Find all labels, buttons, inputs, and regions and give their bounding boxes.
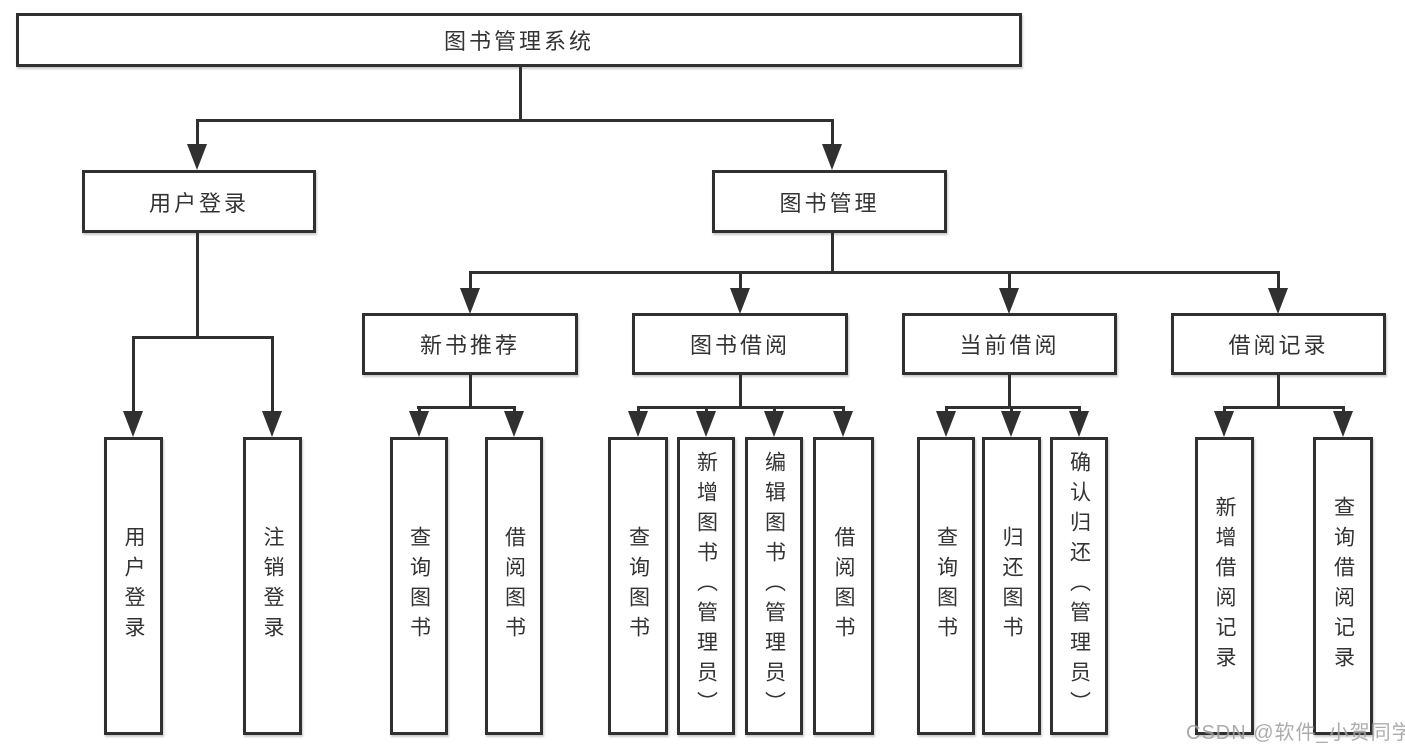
- arrow-down-icon: [460, 288, 480, 314]
- connector-drop: [739, 271, 742, 291]
- leaf-confirm-return-admin: 确认归还（管理员）: [1050, 437, 1108, 735]
- leaf-borrow-book: 借阅图书: [813, 437, 874, 735]
- connector-drop: [418, 406, 421, 414]
- leaf-add-borrow-record: 新增借阅记录: [1195, 437, 1254, 735]
- leaf-query-book: 查询图书: [917, 437, 975, 735]
- connector-drop: [1008, 271, 1011, 291]
- connector-drop: [637, 406, 640, 414]
- connector-book-mgmt-trunk: [831, 233, 834, 274]
- node-new-book-recommend: 新书推荐: [362, 313, 578, 375]
- arrow-down-icon: [1333, 411, 1353, 437]
- arrow-down-icon: [409, 411, 429, 437]
- node-borrow-record: 借阅记录: [1171, 313, 1386, 375]
- connector-drop: [773, 406, 776, 414]
- connector-drop: [705, 406, 708, 414]
- connector-drop: [271, 336, 274, 413]
- connector-drop: [1223, 406, 1226, 414]
- connector-level2-bar: [469, 271, 1280, 274]
- arrow-down-icon: [504, 411, 524, 437]
- connector-bar: [417, 406, 515, 409]
- connector-drop: [132, 336, 135, 413]
- leaf-query-borrow-record: 查询借阅记录: [1313, 437, 1373, 735]
- node-book-borrow: 图书借阅: [632, 313, 848, 375]
- connector-drop: [469, 271, 472, 291]
- connector-drop-user-login: [196, 119, 199, 146]
- arrow-down-icon: [1214, 411, 1234, 437]
- connector-root-trunk: [519, 67, 522, 121]
- leaf-return-book: 归还图书: [982, 437, 1041, 735]
- node-book-management: 图书管理: [712, 170, 947, 233]
- connector-trunk: [739, 375, 742, 409]
- node-user-login: 用户登录: [82, 170, 316, 233]
- arrow-down-icon: [1069, 411, 1089, 437]
- arrow-down-icon: [833, 411, 853, 437]
- connector-bar: [637, 406, 845, 409]
- leaf-query-book: 查询图书: [608, 437, 668, 735]
- connector-level1-bar: [196, 119, 833, 122]
- arrow-down-icon: [262, 411, 282, 437]
- connector-drop-book-mgmt: [831, 119, 834, 146]
- connector-trunk: [1008, 375, 1011, 409]
- connector-user-login-bar: [132, 336, 274, 339]
- connector-trunk: [469, 375, 472, 409]
- connector-trunk: [1277, 375, 1280, 409]
- connector-drop: [842, 406, 845, 414]
- connector-drop: [945, 406, 948, 414]
- arrow-down-icon: [764, 411, 784, 437]
- connector-drop: [1277, 271, 1280, 291]
- connector-drop: [1078, 406, 1081, 414]
- connector-drop: [513, 406, 516, 414]
- arrow-down-icon: [1268, 288, 1288, 314]
- arrow-down-icon: [628, 411, 648, 437]
- leaf-edit-book-admin: 编辑图书（管理员）: [745, 437, 803, 735]
- connector-user-login-trunk: [196, 233, 199, 339]
- arrow-down-icon: [123, 411, 143, 437]
- arrow-down-icon: [187, 144, 207, 170]
- arrow-down-icon: [730, 288, 750, 314]
- leaf-user-login: 用户登录: [104, 437, 163, 735]
- arrow-down-icon: [822, 144, 842, 170]
- leaf-add-book-admin: 新增图书（管理员）: [677, 437, 735, 735]
- connector-drop: [1010, 406, 1013, 414]
- leaf-logout: 注销登录: [243, 437, 302, 735]
- arrow-down-icon: [999, 288, 1019, 314]
- arrow-down-icon: [1001, 411, 1021, 437]
- leaf-borrow-book: 借阅图书: [485, 437, 543, 735]
- connector-bar: [1223, 406, 1344, 409]
- arrow-down-icon: [936, 411, 956, 437]
- node-library-management-system: 图书管理系统: [16, 13, 1022, 67]
- arrow-down-icon: [696, 411, 716, 437]
- leaf-query-book: 查询图书: [390, 437, 448, 735]
- connector-drop: [1342, 406, 1345, 414]
- node-current-borrow: 当前借阅: [902, 313, 1117, 375]
- csdn-watermark: CSDN @软件_小贺同学: [1186, 722, 1405, 744]
